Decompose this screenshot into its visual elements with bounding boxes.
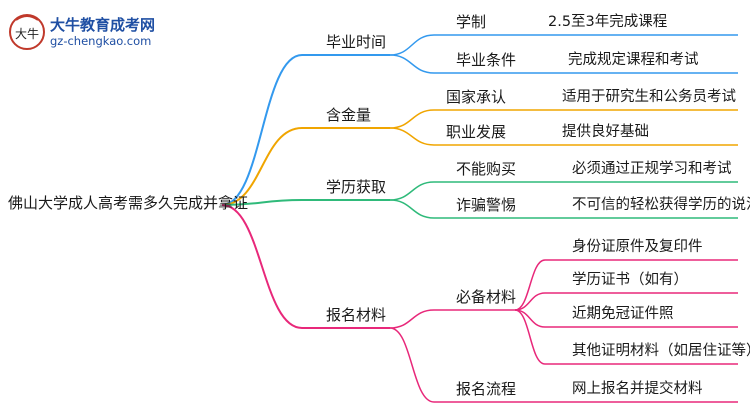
leaf-cannot-buy: 必须通过正规学习和考试 (572, 161, 732, 177)
connector-root-branch-1 (221, 54, 390, 206)
connector-root-branch-2 (221, 127, 390, 206)
leaf-national-recognition: 适用于研究生和公务员考试 (562, 89, 736, 105)
connector-b4-c1 (389, 309, 515, 329)
item-photo: 近期免冠证件照 (572, 306, 674, 322)
connector-b2-c2 (389, 127, 738, 146)
connector-b4-item-2 (514, 292, 738, 311)
leaf-fraud-warning: 不可信的轻松获得学历的说法 (572, 197, 750, 213)
logo-title: 大牛教育成考网 (50, 16, 156, 34)
leaf-study-length: 2.5至3年完成课程 (548, 14, 668, 30)
root-topic: 佛山大学成人高考需多久完成并拿证 (8, 194, 249, 212)
logo-mark-icon: 大牛 (9, 14, 45, 50)
connector-b1-c2 (389, 54, 738, 74)
branch-application-materials: 报名材料 (326, 306, 387, 324)
branch-graduation-time: 毕业时间 (326, 33, 387, 51)
connector-b1-c1 (389, 34, 738, 56)
connector-b3-c2 (389, 199, 738, 219)
branch-degree-acquisition: 学历获取 (326, 178, 387, 196)
node-career-development: 职业发展 (446, 123, 507, 141)
branch-value: 含金量 (326, 106, 372, 124)
node-graduation-conditions: 毕业条件 (456, 51, 517, 69)
node-application-process: 报名流程 (456, 380, 517, 398)
connector-b4-item-3 (514, 309, 738, 328)
leaf-career-development: 提供良好基础 (562, 124, 649, 140)
connector-root-branch-4 (221, 204, 390, 329)
item-diploma: 学历证书（如有） (572, 272, 688, 288)
node-cannot-buy: 不能购买 (456, 160, 517, 178)
leaf-application-process: 网上报名并提交材料 (572, 381, 703, 397)
connector-root-branch-3 (221, 199, 390, 206)
logo-url: gz-chengkao.com (50, 34, 152, 48)
node-fraud-warning: 诈骗警惕 (456, 196, 517, 214)
node-study-length: 学制 (456, 13, 487, 31)
connector-b2-c1 (389, 109, 738, 129)
connector-b3-c1 (389, 181, 738, 201)
connector-b4-item-1 (514, 259, 738, 311)
svg-text:大牛: 大牛 (15, 26, 39, 41)
item-other-proof: 其他证明材料（如居住证等） (572, 343, 750, 359)
leaf-graduation-conditions: 完成规定课程和考试 (568, 52, 699, 68)
site-logo: 大牛 大牛教育成考网 gz-chengkao.com (8, 10, 208, 54)
node-national-recognition: 国家承认 (446, 88, 507, 106)
connector-b4-c2 (389, 327, 738, 403)
node-required-materials: 必备材料 (456, 288, 517, 306)
item-id-card: 身份证原件及复印件 (572, 239, 703, 255)
connector-b4-item-4 (514, 309, 738, 365)
